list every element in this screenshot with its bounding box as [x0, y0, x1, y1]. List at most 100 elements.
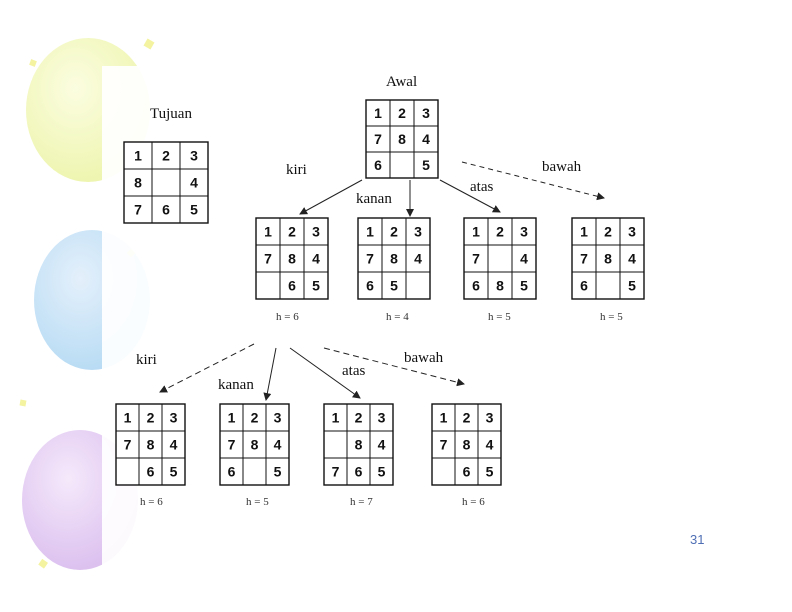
board-cell: 7: [124, 437, 132, 453]
board-cell: 2: [496, 224, 504, 240]
board-cell: 1: [332, 410, 340, 426]
level2-heuristic-3: h = 7: [350, 496, 373, 508]
board-cell: 4: [312, 251, 320, 267]
board-cell: 6: [288, 278, 296, 294]
board-cell: 6: [580, 278, 588, 294]
board-cell: 6: [355, 464, 363, 480]
board-cell: 1: [472, 224, 480, 240]
board-cell: 5: [190, 202, 198, 218]
board-cell: 7: [374, 131, 382, 147]
board-cell: 5: [274, 464, 282, 480]
board-cell: 6: [374, 157, 382, 173]
edge-start-bawah: [461, 161, 605, 201]
board-cell: 6: [472, 278, 480, 294]
move-label-kiri-1: kiri: [286, 162, 307, 178]
start-label: Awal: [386, 74, 417, 90]
page-number: 31: [690, 532, 705, 547]
move-label-atas-2: atas: [342, 363, 365, 379]
board-cell: 3: [312, 224, 320, 240]
board-cell: 4: [378, 437, 386, 453]
board-cell: 6: [147, 464, 155, 480]
move-label-bawah-1: bawah: [542, 159, 582, 175]
board-cell: 8: [147, 437, 155, 453]
board-cell: 5: [390, 278, 398, 294]
edge-kanan-atas: [289, 347, 361, 399]
board-cell: 1: [228, 410, 236, 426]
board-cell: 8: [604, 251, 612, 267]
board-cell: 4: [628, 251, 636, 267]
level1-heuristic-3: h = 5: [488, 311, 511, 323]
board-cell: 8: [288, 251, 296, 267]
board-cell: 3: [520, 224, 528, 240]
move-label-kiri-2: kiri: [136, 352, 157, 368]
board-cell: 7: [264, 251, 272, 267]
board-cell: 3: [378, 410, 386, 426]
goal-label: Tujuan: [150, 106, 192, 122]
board-cell: 3: [170, 410, 178, 426]
board-cell: 6: [463, 464, 471, 480]
board-cell: 4: [190, 175, 198, 191]
board-cell: 4: [520, 251, 528, 267]
board-cell: 6: [366, 278, 374, 294]
board-cell: 2: [604, 224, 612, 240]
board-cell: 5: [170, 464, 178, 480]
edge-start-kiri: [299, 179, 363, 215]
board-cell: 5: [520, 278, 528, 294]
board-cell: 7: [332, 464, 340, 480]
board-cell: 8: [398, 131, 406, 147]
move-label-bawah-2: bawah: [404, 350, 444, 366]
board-cell: 4: [486, 437, 494, 453]
board-cell: 3: [422, 105, 430, 121]
edge-start-atas: [439, 179, 501, 213]
board-cell: 1: [124, 410, 132, 426]
board-cell: 2: [162, 148, 170, 164]
board-cell: 5: [422, 157, 430, 173]
board-cell: 3: [274, 410, 282, 426]
board-cell: 2: [463, 410, 471, 426]
board-cell: 6: [228, 464, 236, 480]
level2-heuristic-2: h = 5: [246, 496, 269, 508]
board-cell: 2: [288, 224, 296, 240]
level2-heuristic-1: h = 6: [140, 496, 163, 508]
edge-kanan-kiri: [159, 343, 255, 393]
board-cell: 7: [580, 251, 588, 267]
board-cell: 4: [170, 437, 178, 453]
move-label-atas-1: atas: [470, 179, 493, 195]
move-label-kanan-1: kanan: [356, 191, 392, 207]
board-cell: 3: [486, 410, 494, 426]
board-cell: 2: [251, 410, 259, 426]
board-cell: 5: [628, 278, 636, 294]
board-cell: 8: [390, 251, 398, 267]
board-cell: 1: [580, 224, 588, 240]
board-cell: 1: [366, 224, 374, 240]
board-cell: 4: [274, 437, 282, 453]
board-cell: 7: [134, 202, 142, 218]
board-cell: 2: [390, 224, 398, 240]
board-cell: 1: [374, 105, 382, 121]
board-cell: 7: [366, 251, 374, 267]
board-cell: 6: [162, 202, 170, 218]
board-cell: 4: [422, 131, 430, 147]
board-cell: 2: [147, 410, 155, 426]
board-cell: 8: [355, 437, 363, 453]
board-cell: 7: [228, 437, 236, 453]
board-cell: 8: [251, 437, 259, 453]
board-cell: 5: [312, 278, 320, 294]
level1-heuristic-1: h = 6: [276, 311, 299, 323]
board-cell: 7: [472, 251, 480, 267]
board-cell: 4: [414, 251, 422, 267]
board-cell: 8: [463, 437, 471, 453]
board-cell: 8: [496, 278, 504, 294]
board-cell: 3: [628, 224, 636, 240]
